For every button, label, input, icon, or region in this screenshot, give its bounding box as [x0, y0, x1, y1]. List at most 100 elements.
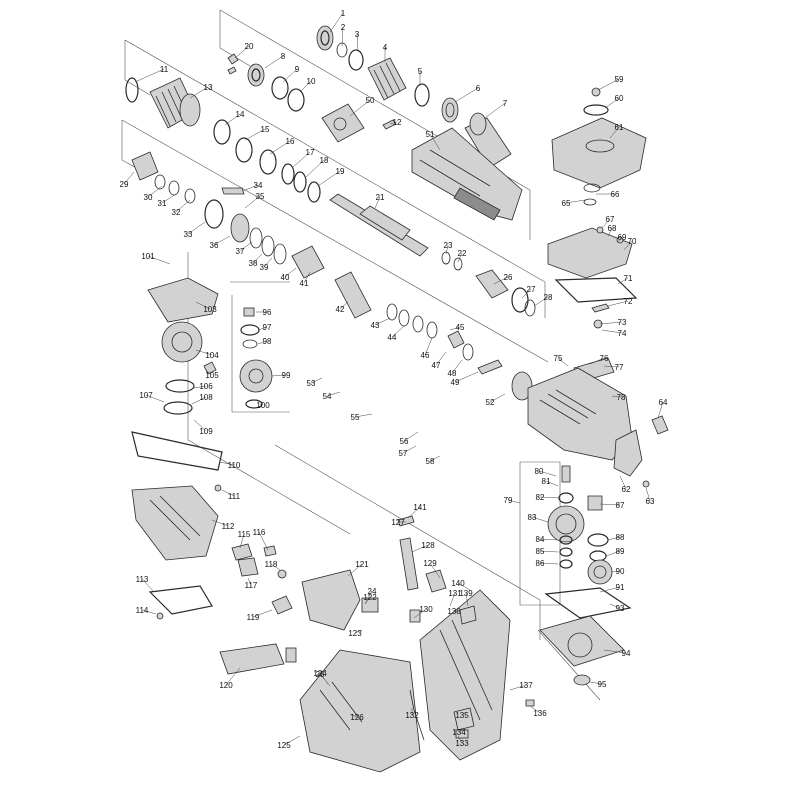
- leader-line: [354, 629, 363, 634]
- leader-line: [645, 487, 651, 502]
- part-callout-134: 134: [452, 728, 466, 737]
- handle-parts: [299, 515, 535, 773]
- part-callout-103: 103: [203, 305, 217, 314]
- part-callout-86: 86: [536, 559, 545, 568]
- part-callout-33: 33: [184, 230, 193, 239]
- leader-line: [411, 544, 429, 553]
- part-callout-109: 109: [199, 427, 213, 436]
- leader-line: [356, 33, 359, 53]
- leader-line: [282, 68, 298, 83]
- part-callout-117: 117: [245, 581, 258, 590]
- leader-line: [545, 480, 559, 487]
- leader-line: [449, 592, 456, 607]
- leader-line: [557, 357, 569, 367]
- leader-line: [607, 536, 621, 541]
- part-callout-125: 125: [277, 741, 291, 750]
- part-callout-5: 5: [418, 67, 423, 76]
- part-callout-59: 59: [615, 75, 624, 84]
- part-callout-44: 44: [388, 333, 397, 342]
- leader-line: [509, 684, 527, 691]
- leader-line: [141, 609, 157, 615]
- part-callout-58: 58: [426, 457, 435, 466]
- leader-line: [529, 705, 541, 714]
- part-callout-64: 64: [659, 398, 668, 407]
- leader-line: [484, 102, 506, 119]
- part-callout-31: 31: [158, 199, 167, 208]
- leader-line: [134, 68, 165, 83]
- leader-line: [284, 267, 297, 278]
- part-callout-87: 87: [616, 501, 625, 510]
- part-callout-1: 1: [341, 9, 346, 18]
- part-callout-51: 51: [426, 130, 435, 139]
- part-callout-65: 65: [562, 199, 571, 208]
- leader-line: [283, 735, 301, 746]
- part-callout-126: 126: [350, 713, 364, 722]
- leader-line: [211, 519, 229, 527]
- part-callout-97: 97: [263, 323, 272, 332]
- part-callout-2: 2: [341, 23, 346, 32]
- leader-line: [193, 385, 207, 389]
- part-callout-46: 46: [421, 351, 430, 360]
- leader-line: [187, 221, 206, 235]
- leader-line: [304, 159, 325, 179]
- part-callout-56: 56: [400, 437, 409, 446]
- leader-line: [239, 533, 245, 549]
- leader-line: [402, 445, 417, 454]
- leader-line: [354, 413, 373, 418]
- leader-line: [189, 86, 209, 99]
- leader-line: [619, 475, 627, 490]
- part-callout-50: 50: [366, 96, 375, 105]
- top-row-parts: [227, 25, 512, 169]
- part-callout-128: 128: [421, 541, 435, 550]
- part-callout-118: 118: [265, 560, 278, 569]
- leader-line: [457, 582, 471, 591]
- part-callout-77: 77: [615, 363, 624, 372]
- part-callout-38: 38: [249, 259, 258, 268]
- leader-line: [299, 80, 312, 93]
- part-callout-83: 83: [528, 513, 537, 522]
- part-callout-12: 12: [393, 118, 402, 127]
- part-callout-84: 84: [536, 535, 545, 544]
- leader-line: [599, 586, 621, 593]
- part-callout-10: 10: [307, 77, 316, 86]
- part-callout-30: 30: [144, 193, 153, 202]
- leader-line: [445, 244, 449, 255]
- part-callout-101: 101: [141, 252, 155, 261]
- leader-line: [244, 195, 261, 209]
- part-callout-71: 71: [624, 274, 633, 283]
- leader-line: [219, 461, 235, 466]
- part-callout-106: 106: [199, 382, 213, 391]
- leader-line: [234, 45, 250, 59]
- leader-line: [589, 681, 603, 685]
- part-callout-141: 141: [413, 503, 427, 512]
- leader-line: [507, 499, 521, 504]
- leader-line: [539, 562, 559, 565]
- part-callout-3: 3: [355, 30, 360, 39]
- leader-line: [623, 240, 633, 251]
- part-callout-43: 43: [371, 321, 380, 330]
- part-callout-47: 47: [432, 361, 441, 370]
- part-callout-55: 55: [351, 413, 360, 422]
- leader-line: [257, 340, 268, 345]
- part-callout-122: 122: [363, 593, 377, 602]
- leader-line: [458, 727, 463, 733]
- leader-line: [533, 296, 549, 307]
- leader-line: [252, 609, 273, 618]
- leader-line: [429, 455, 441, 462]
- part-callout-29: 29: [120, 180, 129, 189]
- part-callout-119: 119: [247, 613, 260, 622]
- part-callout-9: 9: [295, 65, 300, 74]
- leader-line: [451, 359, 463, 374]
- assembly-guide-lines: [121, 9, 601, 701]
- leader-line: [195, 301, 211, 310]
- part-callout-17: 17: [306, 148, 315, 157]
- leader-line: [539, 496, 561, 499]
- part-callout-13: 13: [204, 83, 213, 92]
- gearbox-parts: [539, 465, 632, 686]
- leader-line: [611, 570, 621, 573]
- part-callout-45: 45: [456, 323, 465, 332]
- leader-line: [317, 170, 341, 187]
- leader-line: [521, 288, 532, 299]
- part-callout-18: 18: [320, 156, 329, 165]
- part-callout-26: 26: [504, 273, 513, 282]
